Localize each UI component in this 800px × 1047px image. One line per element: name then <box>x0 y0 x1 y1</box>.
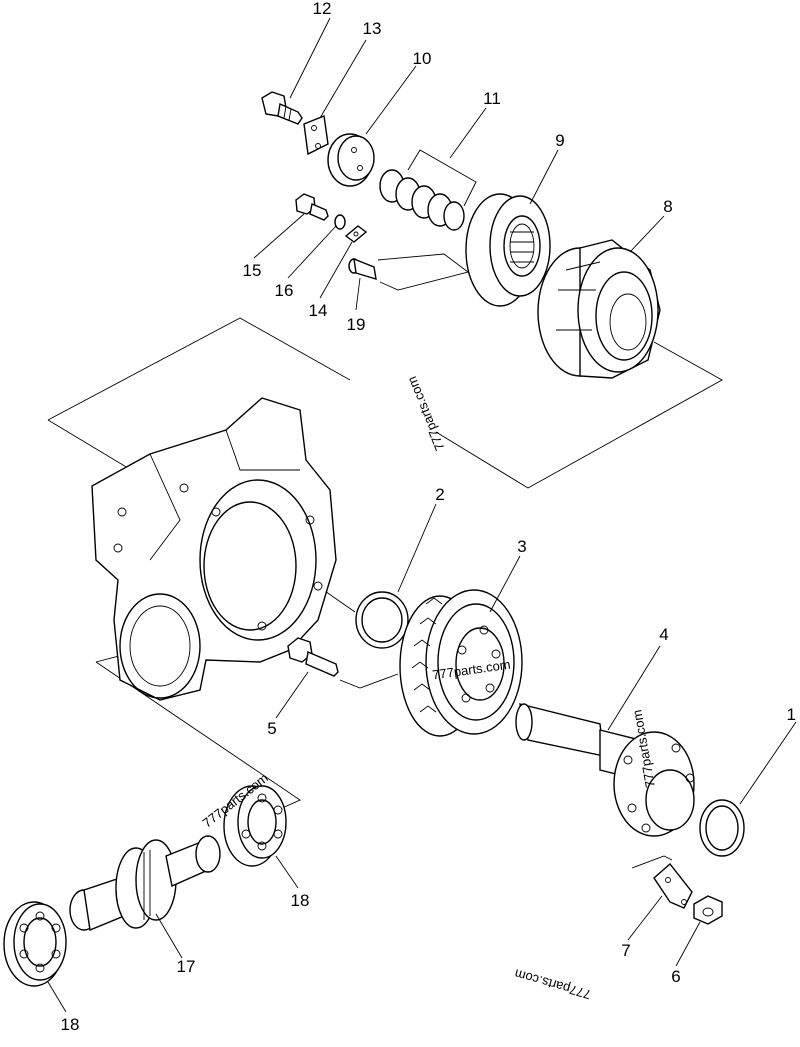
washer-part-1 <box>699 799 745 857</box>
bearing-part-18-upper <box>223 785 287 867</box>
callout-3: 3 <box>517 537 526 556</box>
callout-5: 5 <box>267 719 276 738</box>
cap-part-10 <box>327 133 375 187</box>
watermark-text: 777parts.com <box>404 374 447 453</box>
callout-numbers: 12 13 10 11 9 8 15 16 14 19 2 3 4 1 5 18… <box>61 0 796 1034</box>
shaft-part-4 <box>515 703 695 837</box>
callout-4: 4 <box>659 625 668 644</box>
carrier-part-8 <box>537 239 661 379</box>
bolt-part-12 <box>261 91 303 125</box>
callout-15: 15 <box>243 261 262 280</box>
lock-plate-part-14 <box>344 225 368 243</box>
washer-part-2 <box>355 591 409 649</box>
shaft-part-17 <box>69 835 221 931</box>
callout-9: 9 <box>555 131 564 150</box>
callout-13: 13 <box>363 19 382 38</box>
callout-17: 17 <box>177 957 196 976</box>
callout-19: 19 <box>347 315 366 334</box>
callout-14: 14 <box>309 301 328 320</box>
nut-part-6 <box>693 895 723 925</box>
watermark-text: 777parts.com <box>513 966 593 1002</box>
callout-6: 6 <box>671 967 680 986</box>
callout-11: 11 <box>483 89 501 108</box>
callout-1: 1 <box>787 705 796 724</box>
washer-part-16 <box>334 214 346 230</box>
callout-16: 16 <box>275 281 294 300</box>
callout-2: 2 <box>435 485 444 504</box>
callout-7: 7 <box>621 941 630 960</box>
bearing-part-9 <box>465 193 551 307</box>
bolt-part-5 <box>287 637 339 677</box>
shim-set-part-11 <box>379 149 477 231</box>
callout-12: 12 <box>313 0 332 18</box>
bolt-part-15 <box>295 193 329 221</box>
pin-part-19 <box>348 257 377 280</box>
bearing-part-18-lower <box>3 901 67 987</box>
lock-plate-part-13 <box>303 115 329 156</box>
callout-18-upper: 18 <box>291 891 310 910</box>
lock-plate-part-7 <box>653 862 693 909</box>
callout-18-lower: 18 <box>61 1015 80 1034</box>
leader-lines <box>47 17 797 1013</box>
gear-part-3 <box>399 589 523 737</box>
callout-8: 8 <box>663 197 672 216</box>
callout-10: 10 <box>413 49 432 68</box>
